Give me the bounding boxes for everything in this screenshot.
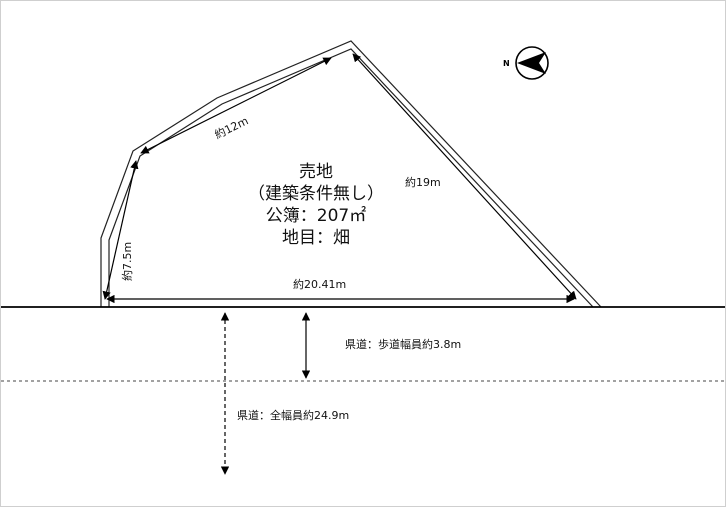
top-edge-label: 約12m <box>212 113 250 141</box>
left-edge-label: 約7.5m <box>120 242 134 281</box>
property-land-category: 地目：畑 <box>282 228 350 248</box>
total-width-label: 県道：全幅員約24.9m <box>237 409 350 422</box>
frontage-label: 約20.41m <box>293 278 347 291</box>
top-edge-arrow <box>140 57 332 154</box>
right-edge-label: 約19m <box>405 176 441 189</box>
north-letter: N <box>503 59 510 68</box>
property-title: 売地 <box>299 162 333 182</box>
property-area: 公簿：207㎡ <box>265 206 367 226</box>
sidewalk-width-label: 県道：歩道幅員約3.8m <box>345 338 462 351</box>
dimension-arrows <box>102 53 577 475</box>
north-arrow-icon <box>515 46 549 80</box>
property-info: 売地 （建築条件無し） 公簿：207㎡ 地目：畑 <box>231 161 401 249</box>
property-note: （建築条件無し） <box>248 184 384 204</box>
left-edge-arrow <box>102 160 139 300</box>
right-edge-arrow <box>352 53 577 300</box>
